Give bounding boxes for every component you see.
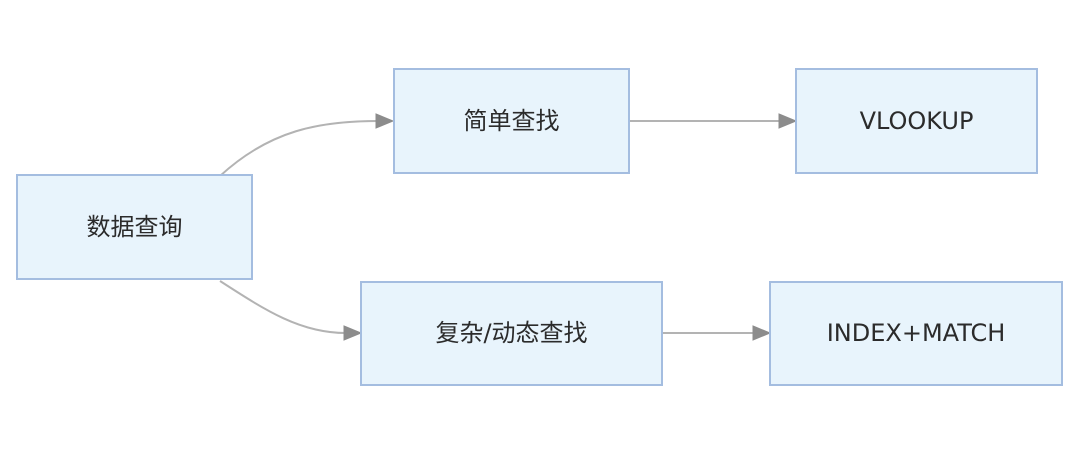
node-index-match-box [769, 281, 1063, 386]
arrow-to-complex [343, 325, 363, 341]
node-data-query: 数据查询 [16, 174, 253, 280]
node-index-match-label: INDEX+MATCH [827, 319, 1006, 347]
node-data-query-box [16, 174, 253, 280]
edge-root-to-simple [219, 120, 379, 177]
node-simple-lookup-box [393, 68, 630, 174]
node-vlookup: VLOOKUP [795, 68, 1038, 174]
arrow-to-vlookup [778, 113, 798, 129]
edge-root-to-complex [219, 280, 347, 334]
arrow-to-simple [375, 113, 395, 129]
node-simple-lookup-label: 简单查找 [464, 107, 560, 135]
node-complex-lookup-box [360, 281, 663, 386]
node-complex-lookup-label: 复杂/动态查找 [435, 319, 587, 347]
node-complex-lookup: 复杂/动态查找 [360, 281, 663, 386]
edges [219, 113, 798, 341]
node-vlookup-box [795, 68, 1038, 174]
node-data-query-label: 数据查询 [87, 213, 183, 241]
node-index-match: INDEX+MATCH [769, 281, 1063, 386]
node-vlookup-label: VLOOKUP [860, 107, 974, 135]
arrow-to-index-match [752, 325, 772, 341]
node-simple-lookup: 简单查找 [393, 68, 630, 174]
